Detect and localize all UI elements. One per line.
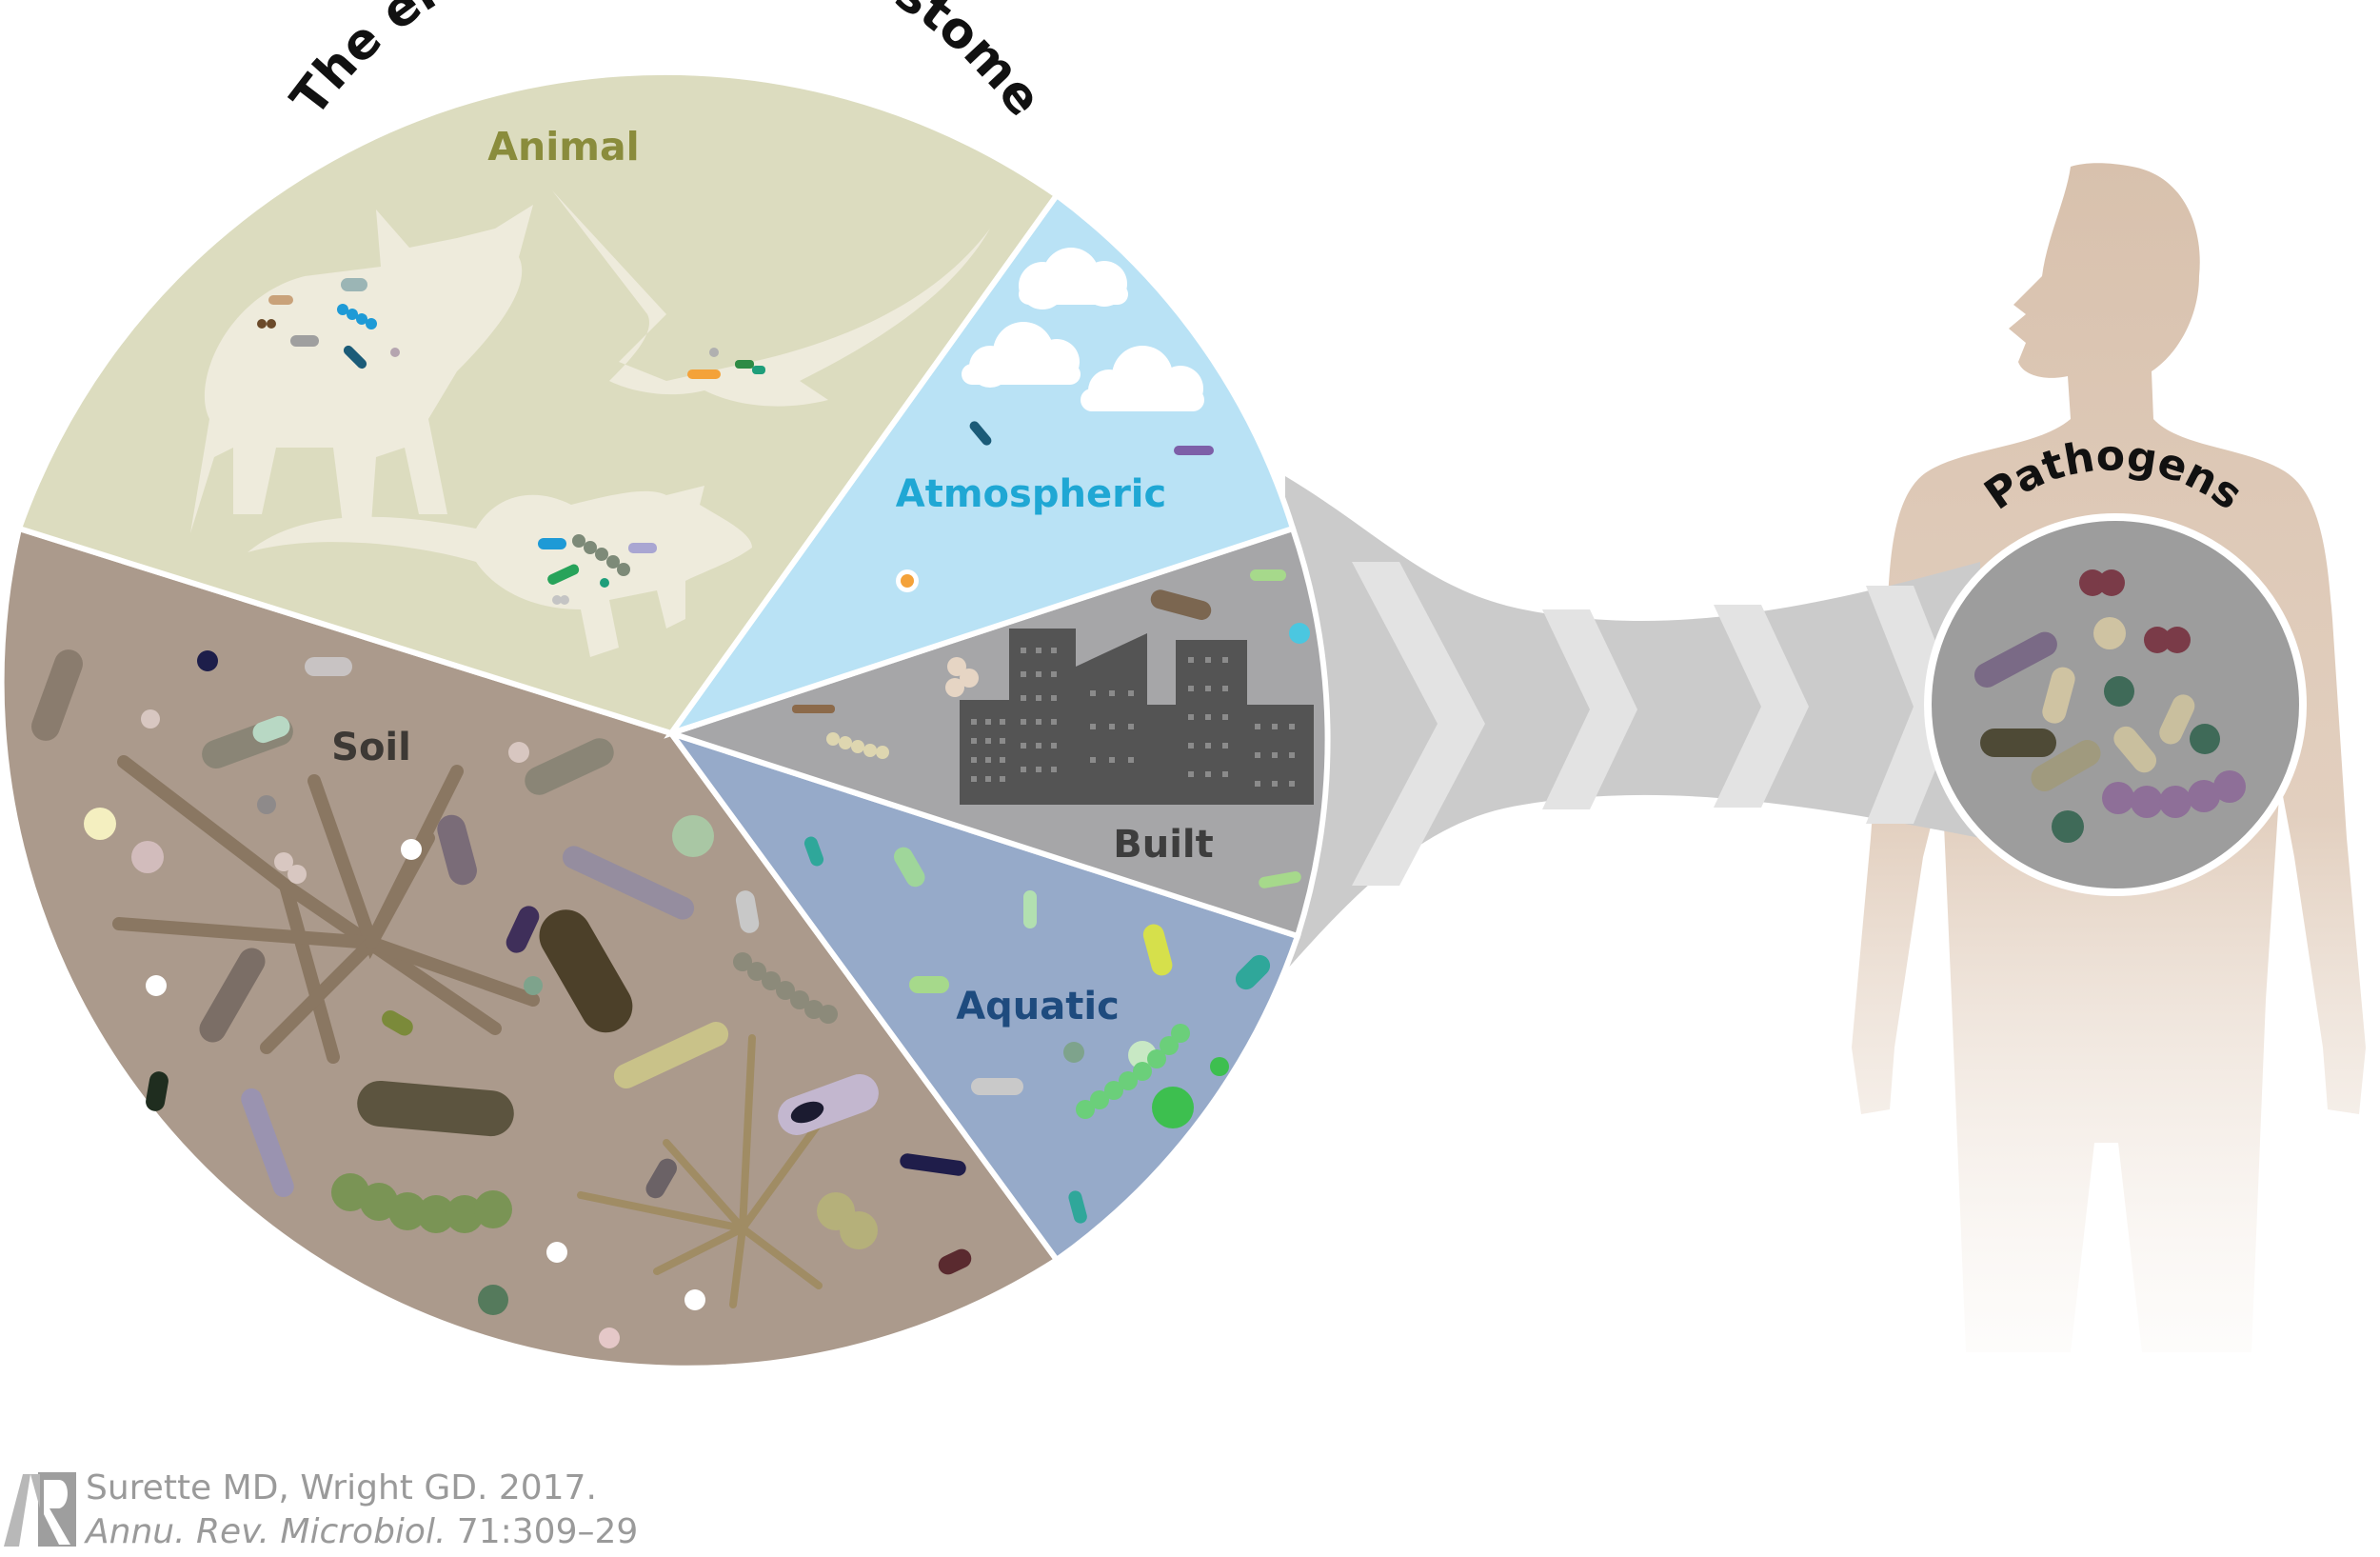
atmospheric-sector [664,190,1297,739]
citation-volume: 71:309–29 [456,1512,639,1551]
atmospheric-label: Atmospheric [896,472,1166,516]
soil-label: Soil [331,726,411,769]
aquatic-content [803,836,1271,1224]
built-label: Built [1113,823,1214,867]
bird-silhouette [552,190,990,407]
pig-silhouette [190,205,533,533]
animal-label: Animal [487,124,639,170]
chevron-2 [1542,609,1637,809]
rat-silhouette [248,486,752,657]
animal-silhouettes [190,190,990,657]
animal-sector [15,69,1061,737]
chevron-3 [1714,605,1809,808]
annual-reviews-logo [2,1470,78,1548]
built-content [792,569,1314,888]
atmospheric-content [896,248,1214,592]
citation: Surette MD, Wright GD. 2017. Annu. Rev. … [0,1467,952,1557]
chevron-1 [1352,562,1485,886]
cloud-icon [1019,248,1128,309]
pathogens-circle [1924,513,2307,896]
citation-authors: Surette MD, Wright GD. 2017. [86,1468,597,1507]
aquatic-label: Aquatic [956,985,1120,1028]
cloud-icon [1081,346,1204,411]
soil-content [31,649,972,1348]
aquatic-sector [664,728,1301,1265]
cloud-icon [962,322,1081,388]
root-network-small [577,1034,823,1308]
animal-bacteria [257,278,765,605]
resistome-wheel: Animal Atmospheric Built Aquatic Soil [0,69,1331,1371]
citation-journal: Annu. Rev. Microbiol. [86,1512,446,1551]
